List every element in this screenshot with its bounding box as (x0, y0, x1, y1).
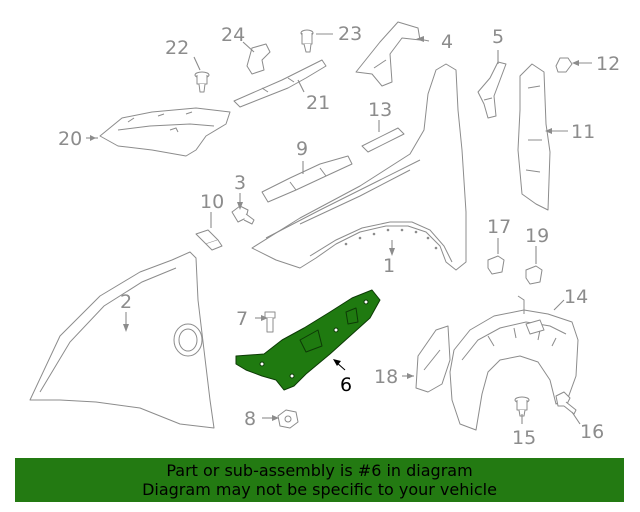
callout-23: 23 (338, 23, 362, 45)
part-23-pin (300, 29, 314, 53)
part-1-fender (251, 63, 467, 271)
part-17-clip (487, 255, 505, 275)
callout-5: 5 (492, 26, 504, 48)
part-5-bracket (477, 61, 507, 119)
callout-19: 19 (525, 225, 549, 247)
callout-4: 4 (441, 31, 453, 53)
part-10-bolt (195, 229, 223, 251)
banner-line-2: Diagram may not be specific to your vehi… (142, 480, 497, 499)
callout-13: 13 (368, 99, 392, 121)
part-14-liner (449, 295, 579, 431)
callout-16: 16 (580, 421, 604, 443)
part-6-bracket-highlighted (235, 289, 381, 391)
callout-24: 24 (221, 24, 245, 46)
part-18-bracket (415, 325, 451, 393)
callout-12: 12 (596, 53, 620, 75)
part-20-shield (99, 107, 231, 157)
callout-15: 15 (512, 427, 536, 449)
callout-17: 17 (487, 216, 511, 238)
parts-diagram: 1 2 3 4 5 6 7 8 9 10 11 12 13 14 15 16 1… (29, 21, 620, 449)
part-21-bracket (233, 59, 327, 108)
callout-3: 3 (234, 172, 246, 194)
callout-6: 6 (340, 374, 352, 396)
part-11-panel (517, 63, 551, 211)
info-banner: Part or sub-assembly is #6 in diagram Di… (15, 458, 624, 502)
callout-labels: 1 2 3 4 5 6 7 8 9 10 11 12 13 14 15 16 1… (58, 23, 620, 449)
callout-11: 11 (571, 121, 595, 143)
part-3-bolt (231, 205, 255, 225)
callout-9: 9 (296, 138, 308, 160)
callout-10: 10 (200, 191, 224, 213)
callout-2: 2 (120, 291, 132, 313)
callout-1: 1 (383, 255, 395, 277)
part-4-bracket (355, 21, 421, 87)
part-19-clip (525, 265, 543, 285)
callout-21: 21 (306, 92, 330, 114)
callout-18: 18 (374, 366, 398, 388)
part-13-strip (361, 127, 405, 153)
leader-lines (86, 33, 592, 425)
part-15-pin (514, 396, 530, 417)
callout-7: 7 (236, 308, 248, 330)
part-16-screw (555, 391, 577, 415)
part-9-strip (261, 155, 353, 203)
part-7-bolt (264, 311, 276, 333)
banner-line-1: Part or sub-assembly is #6 in diagram (166, 461, 473, 480)
callout-14: 14 (564, 286, 588, 308)
part-12-clip (555, 57, 573, 73)
part-2-quarter-panel (29, 251, 215, 429)
callout-20: 20 (58, 128, 82, 150)
callout-8: 8 (244, 408, 256, 430)
part-22-pin (194, 71, 210, 93)
callout-22: 22 (165, 37, 189, 59)
part-8-nut (277, 409, 299, 429)
